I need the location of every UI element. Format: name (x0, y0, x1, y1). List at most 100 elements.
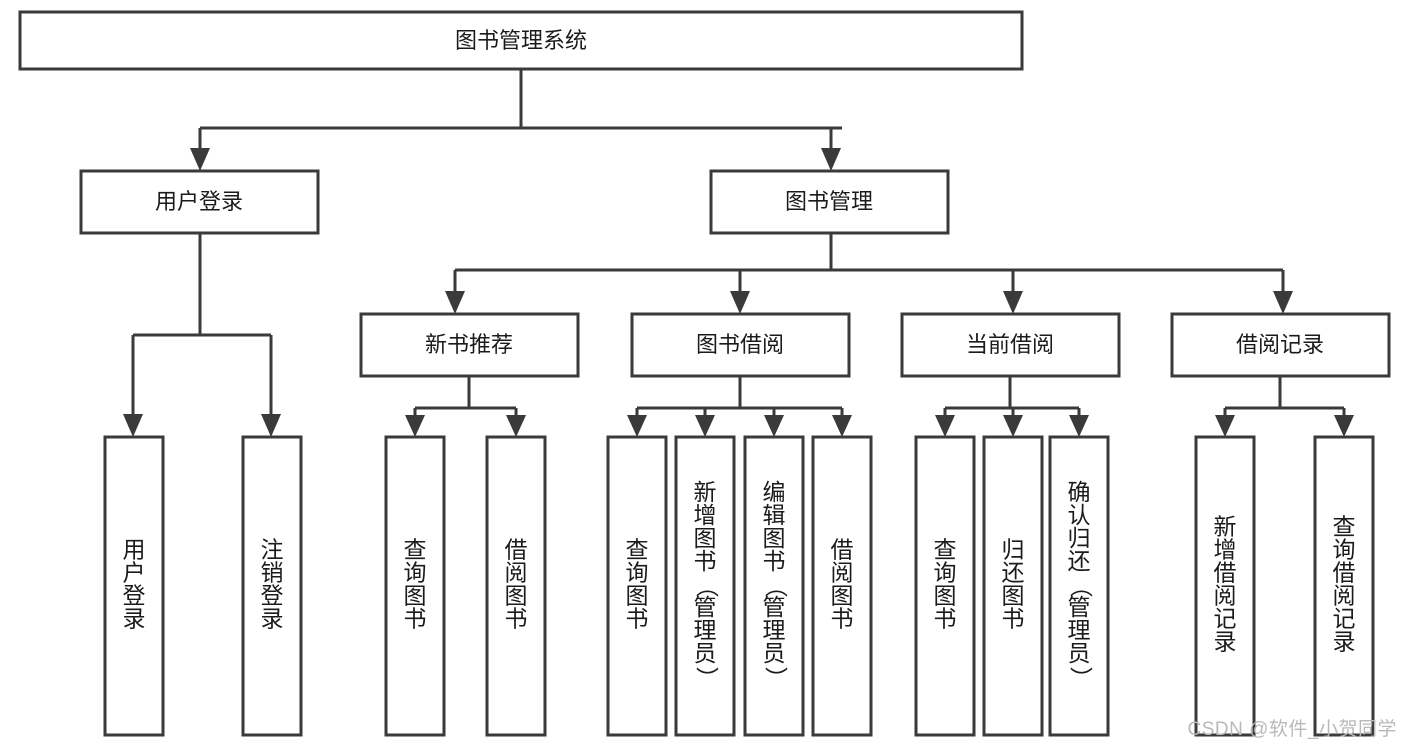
node-root-system[interactable]: 图书管理系统 (18, 10, 1024, 71)
arrow-record-to-query-record (1334, 415, 1354, 437)
leaf-label-char: 阅 (1214, 583, 1237, 609)
node-current-borrow-box[interactable] (900, 312, 1121, 378)
leaf-label-char: 借 (831, 537, 854, 563)
node-borrow-record-box[interactable] (1170, 312, 1391, 378)
node-book-borrow[interactable]: 图书借阅 (630, 312, 851, 378)
leaf-label-char: 书 (1002, 606, 1025, 632)
connector-group-book-borrow (627, 376, 852, 437)
leaf-node-box[interactable] (485, 435, 547, 737)
leaf-node-box[interactable] (606, 435, 668, 737)
leaf-node-box[interactable] (811, 435, 873, 737)
leaf-label-char: 还 (1068, 548, 1091, 574)
leaf-label-char: 辑 (763, 502, 786, 528)
node-book-borrow-label: 图书借阅 (696, 332, 784, 357)
leaf-node-box[interactable] (1194, 435, 1256, 737)
leaf-label-char: 记 (1333, 606, 1356, 632)
node-current-borrow[interactable]: 当前借阅 (900, 312, 1121, 378)
node-user-login-label: 用户登录 (155, 189, 243, 214)
leaf-label-char: 查 (404, 537, 427, 563)
leaf-node-box[interactable] (241, 435, 303, 737)
connector-group-current-borrow (935, 376, 1089, 437)
leaf-label-char: 图 (404, 583, 427, 609)
node-book-borrow-box[interactable] (630, 312, 851, 378)
leaf-label-char: 图 (934, 583, 957, 609)
leaf-label-char: 图 (694, 525, 717, 551)
leaf-label-char: 归 (1002, 537, 1025, 563)
leaf-label-char: 管 (763, 594, 786, 620)
arrow-root-to-book-mgmt (821, 148, 841, 171)
leaf-label-char: ） (763, 667, 789, 690)
node-new-book-recommend-box[interactable] (359, 312, 580, 378)
leaf-label-char: 理 (763, 617, 786, 643)
leaf-node[interactable]: 用户登录 (103, 435, 165, 737)
leaf-label-char: 书 (404, 606, 427, 632)
leaf-label-char: 书 (626, 606, 649, 632)
leaf-label-char: 员 (694, 640, 717, 666)
leaf-label-char: 阅 (505, 560, 528, 586)
node-new-book-recommend[interactable]: 新书推荐 (359, 312, 580, 378)
arrow-current-to-query-book (935, 415, 955, 437)
leaf-label-char: 管 (694, 594, 717, 620)
leaf-node-box[interactable] (743, 435, 805, 737)
leaf-label-char: 询 (404, 560, 427, 586)
csdn-watermark: CSDN @软件_小贺同学 (1187, 719, 1397, 740)
leaf-node-box[interactable] (914, 435, 976, 737)
leaf-node-box[interactable] (982, 435, 1044, 737)
leaf-label-char: ） (694, 667, 720, 690)
node-user-login-box[interactable] (79, 169, 320, 235)
leaf-node-box[interactable] (1048, 435, 1110, 737)
arrow-to-leaf-logout (261, 414, 281, 437)
arrow-root-to-user-login (190, 148, 210, 171)
leaf-node-box[interactable] (384, 435, 446, 737)
leaf-label-char: （ (694, 575, 720, 598)
leaf-node-box[interactable] (1313, 435, 1375, 737)
leaf-label-char: 管 (1068, 594, 1091, 620)
arrow-borrow-to-add-book (695, 415, 715, 437)
leaf-label-char: 登 (123, 583, 146, 609)
leaf-label-char: 查 (934, 537, 957, 563)
leaf-label-char: 理 (694, 617, 717, 643)
leaf-label-char: 还 (1002, 560, 1025, 586)
node-user-login[interactable]: 用户登录 (79, 169, 320, 235)
connector-group-user-login (123, 233, 281, 437)
leaf-label-char: 借 (505, 537, 528, 563)
node-book-management[interactable]: 图书管理 (709, 169, 950, 235)
leaf-label-char: 图 (1002, 583, 1025, 609)
arrow-current-to-confirm-return (1069, 415, 1089, 437)
leaf-node-box[interactable] (674, 435, 736, 737)
node-root-box[interactable] (18, 10, 1024, 71)
leaf-label-char: 确 (1068, 479, 1091, 505)
leaf-label-char: 增 (694, 502, 717, 528)
leaf-label-char: 询 (934, 560, 957, 586)
node-borrow-record[interactable]: 借阅记录 (1170, 312, 1391, 378)
arrow-recommend-to-query-book (405, 415, 425, 437)
leaf-label-char: 登 (261, 583, 284, 609)
leaf-label-char: 注 (261, 537, 284, 563)
node-book-management-box[interactable] (709, 169, 950, 235)
leaf-label-char: 录 (1214, 629, 1237, 655)
leaf-label-char: 阅 (831, 560, 854, 586)
leaf-label-char: 理 (1068, 617, 1091, 643)
leaf-node-box[interactable] (103, 435, 165, 737)
leaf-label-char: 增 (1214, 537, 1237, 563)
arrow-record-to-add-record (1215, 415, 1235, 437)
